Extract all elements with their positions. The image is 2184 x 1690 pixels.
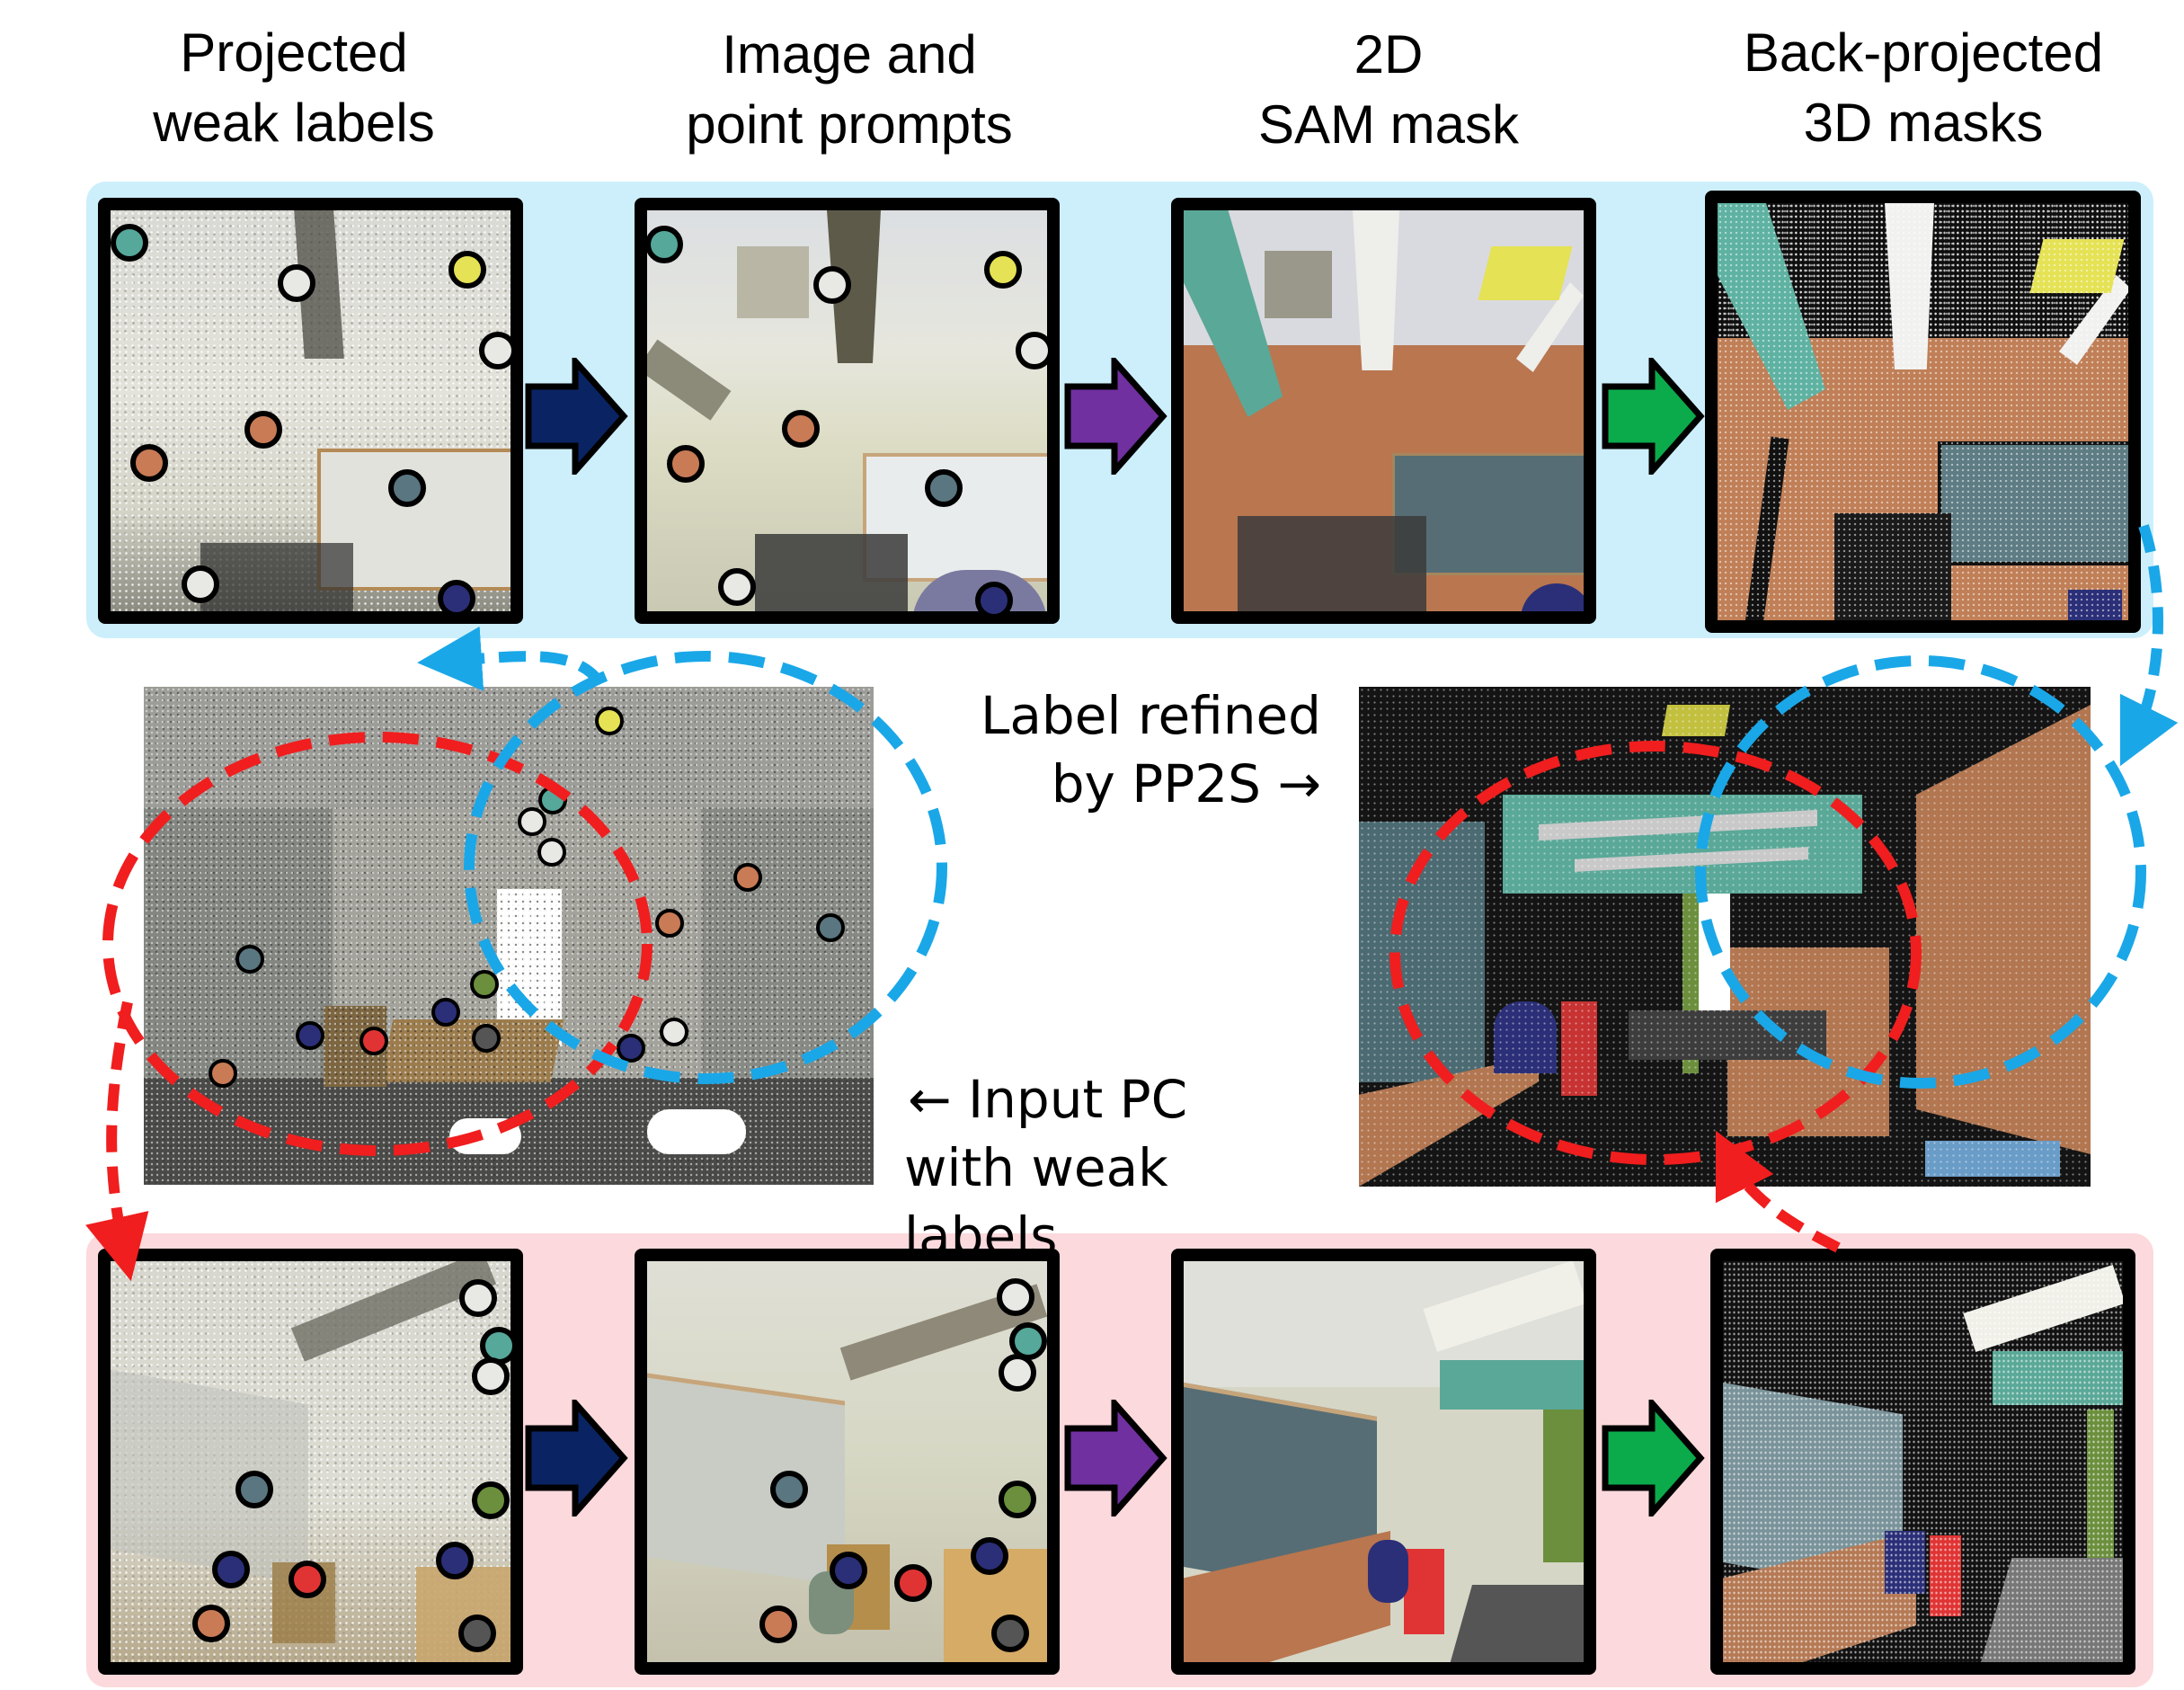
weak-label-navy	[212, 1551, 250, 1588]
weak-label-orange	[733, 863, 762, 892]
weak-label-white	[537, 838, 566, 867]
weak-label-white	[660, 1018, 688, 1046]
top-image-point-prompts-panel	[635, 198, 1060, 624]
weak-label-orange	[192, 1605, 230, 1642]
weak-label-slate	[816, 913, 845, 942]
point-prompt-orange	[759, 1606, 797, 1643]
point-prompt-white	[718, 568, 756, 606]
weak-label-yellow	[448, 251, 486, 289]
point-prompt-white	[1016, 332, 1053, 369]
top-projected-weak-labels-panel	[98, 198, 523, 624]
title-2d-sam-mask: 2D SAM mask	[1257, 24, 1520, 155]
weak-label-white	[518, 807, 546, 836]
bottom-image-point-prompts-panel	[635, 1249, 1060, 1675]
point-prompt-yellow	[984, 251, 1022, 289]
weak-label-red	[289, 1561, 326, 1598]
weak-label-navy	[617, 1034, 645, 1063]
weak-label-olive	[470, 970, 499, 999]
title-projected-weak-labels: Projected weak labels	[153, 22, 435, 153]
title-image-point-prompts: Image and point prompts	[686, 24, 1013, 155]
step-arrow-purple-icon	[1064, 1400, 1167, 1517]
blue-loop-arrow-to-top	[417, 626, 605, 691]
weak-label-slate	[235, 945, 264, 974]
point-prompt-navy	[830, 1552, 867, 1589]
weak-label-slate	[235, 1471, 273, 1508]
point-prompt-teal	[645, 226, 683, 263]
point-prompt-white	[813, 266, 851, 304]
weak-label-white	[182, 565, 219, 603]
weak-label-navy	[436, 1542, 474, 1579]
point-prompt-orange	[782, 410, 820, 448]
weak-label-teal	[538, 786, 567, 814]
point-prompt-navy	[971, 1537, 1008, 1575]
title-back-projected-3d-masks: Back-projected 3D masks	[1743, 22, 2104, 153]
top-2d-sam-mask-panel	[1171, 198, 1596, 624]
mask-yellow-light	[1478, 246, 1573, 300]
mask-white-beam	[1353, 210, 1399, 370]
weak-label-navy	[296, 1021, 324, 1050]
weak-label-yellow	[595, 707, 624, 735]
refined-point-cloud-image	[1359, 687, 2091, 1187]
point-prompt-red	[894, 1564, 932, 1602]
weak-label-slate	[388, 469, 426, 507]
weak-label-white	[479, 332, 517, 369]
step-arrow-green-icon	[1602, 1400, 1705, 1517]
weak-label-navy	[431, 998, 460, 1027]
weak-label-white	[459, 1279, 497, 1317]
point-prompt-gray	[991, 1614, 1029, 1652]
weak-label-white	[278, 264, 315, 302]
weak-label-teal	[111, 224, 148, 262]
weak-label-orange	[209, 1059, 237, 1088]
point-prompt-orange	[667, 445, 705, 483]
point-prompt-olive	[999, 1481, 1036, 1518]
point-prompt-white	[997, 1278, 1034, 1316]
point-prompt-navy	[975, 582, 1013, 619]
weak-label-gray	[472, 1024, 501, 1053]
step-arrow-navy-icon	[525, 1400, 628, 1517]
red-loop-arrow-to-bottom	[85, 1001, 149, 1282]
weak-label-red	[360, 1027, 388, 1055]
step-arrow-navy-icon	[525, 358, 628, 475]
weak-label-white	[472, 1357, 510, 1395]
step-arrow-green-icon	[1602, 358, 1705, 475]
bottom-back-projected-3d-masks-panel	[1710, 1249, 2135, 1675]
weak-label-orange	[655, 909, 684, 938]
top-back-projected-3d-masks-panel	[1705, 191, 2141, 633]
bottom-2d-sam-mask-panel	[1171, 1249, 1596, 1675]
weak-label-olive	[472, 1481, 510, 1519]
step-arrow-purple-icon	[1064, 358, 1167, 475]
point-prompt-slate	[925, 469, 963, 507]
weak-label-orange	[244, 411, 282, 449]
weak-label-orange	[130, 444, 168, 482]
bottom-projected-weak-labels-panel	[98, 1249, 523, 1675]
weak-label-gray	[458, 1614, 496, 1652]
point-prompt-white	[999, 1354, 1036, 1392]
input-caption: ← Input PC with weak labels	[904, 1069, 1188, 1267]
weak-label-navy	[438, 580, 475, 618]
mask-navy-chair	[1521, 583, 1584, 611]
point-prompt-slate	[770, 1471, 808, 1508]
input-point-cloud-image	[144, 687, 874, 1185]
refined-caption: Label refined by PP2S →	[981, 685, 1321, 814]
